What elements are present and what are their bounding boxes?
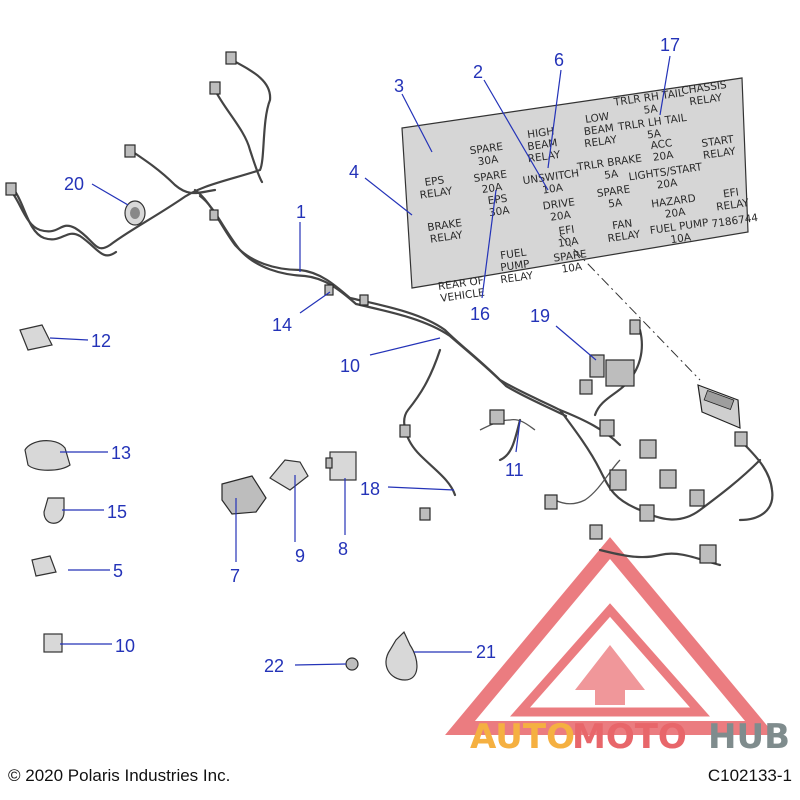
callout-12: 12 <box>91 331 111 351</box>
harness-connectors <box>5 51 748 564</box>
watermark-moto: MOTO <box>572 717 687 757</box>
relay-label-cell: DRIVE20A <box>542 196 577 224</box>
copyright-text: © 2020 Polaris Industries Inc. <box>8 766 231 785</box>
callout-11: 11 <box>505 460 524 480</box>
relay-label-cell: LOWBEAMRELAY <box>580 110 618 150</box>
relay-label-cell: STARTRELAY <box>701 133 737 161</box>
callout-19: 19 <box>530 306 550 326</box>
screw-part-22 <box>345 657 359 671</box>
callout-7: 7 <box>230 566 240 586</box>
relay-label-cell: ACC20A <box>650 137 675 164</box>
relay-label-cell: SPARE5A <box>596 183 632 211</box>
callout-8: 8 <box>338 539 348 559</box>
relay-label-cell: FANRELAY <box>605 217 641 245</box>
clamp-part-21 <box>385 630 418 681</box>
watermark-text: AUTO MOTO HUB <box>470 717 790 757</box>
callout-21: 21 <box>476 642 496 662</box>
callout-18: 18 <box>360 479 380 499</box>
relay-label-cell: SPARE20A <box>473 168 509 196</box>
callout-17: 17 <box>660 35 680 55</box>
callout-10a: 10 <box>340 356 360 376</box>
fuse-box-module <box>697 384 741 429</box>
relay-connector <box>589 354 635 387</box>
connector-part-7 <box>221 475 267 515</box>
callout-10b: 10 <box>115 636 135 656</box>
relay-label-panel: EPSRELAY SPARE30A HIGHBEAMRELAY LOWBEAMRELA… <box>401 77 759 305</box>
relay-label-cell: SPARE30A <box>469 141 505 169</box>
reference-line <box>559 234 701 381</box>
callout-15: 15 <box>107 502 127 522</box>
callout-2: 2 <box>473 62 483 82</box>
connector-part-13 <box>24 440 71 471</box>
clip-part-10 <box>43 633 63 653</box>
callout-20: 20 <box>64 174 84 194</box>
relay-label-cell: BRAKERELAY <box>427 217 465 246</box>
relay-label-cell: REAR OFVEHICLE <box>437 275 486 305</box>
relay-label-cell: SPARE10A <box>553 248 589 276</box>
relay-label-cell: HIGHBEAMRELAY <box>524 125 562 165</box>
clip-part-5 <box>31 555 57 577</box>
watermark-hub: HUB <box>708 717 790 757</box>
callout-22: 22 <box>264 656 284 676</box>
watermark-logo <box>445 537 775 735</box>
relay-label-cell: CHASSISRELAY <box>681 79 730 109</box>
callout-16: 16 <box>470 304 490 324</box>
grommet-part-20 <box>124 200 146 226</box>
relay-part-8 <box>325 451 357 481</box>
callout-5: 5 <box>113 561 123 581</box>
callout-numbers: 1 2 3 4 5 6 7 8 9 10 10 11 12 13 14 15 1… <box>64 35 680 676</box>
callout-6: 6 <box>554 50 564 70</box>
watermark-auto: AUTO <box>470 717 575 757</box>
callout-9: 9 <box>295 546 305 566</box>
leader-lines <box>49 55 671 666</box>
relay-label-cell: EFIRELAY <box>714 185 750 213</box>
relay-label-cell: EPSRELAY <box>417 173 453 201</box>
figure-id: C102133-1 <box>707 766 792 785</box>
callout-14: 14 <box>272 315 292 335</box>
clip-part-15 <box>43 497 65 524</box>
relay-label-cell: FUELPUMPRELAY <box>496 246 534 286</box>
connector-part-12 <box>19 324 53 351</box>
relay-label-cell: EFI10A <box>556 223 580 250</box>
callout-1: 1 <box>296 202 306 222</box>
callout-13: 13 <box>111 443 131 463</box>
boot-part-9 <box>269 459 309 491</box>
callout-3: 3 <box>394 76 404 96</box>
callout-4: 4 <box>349 162 359 182</box>
